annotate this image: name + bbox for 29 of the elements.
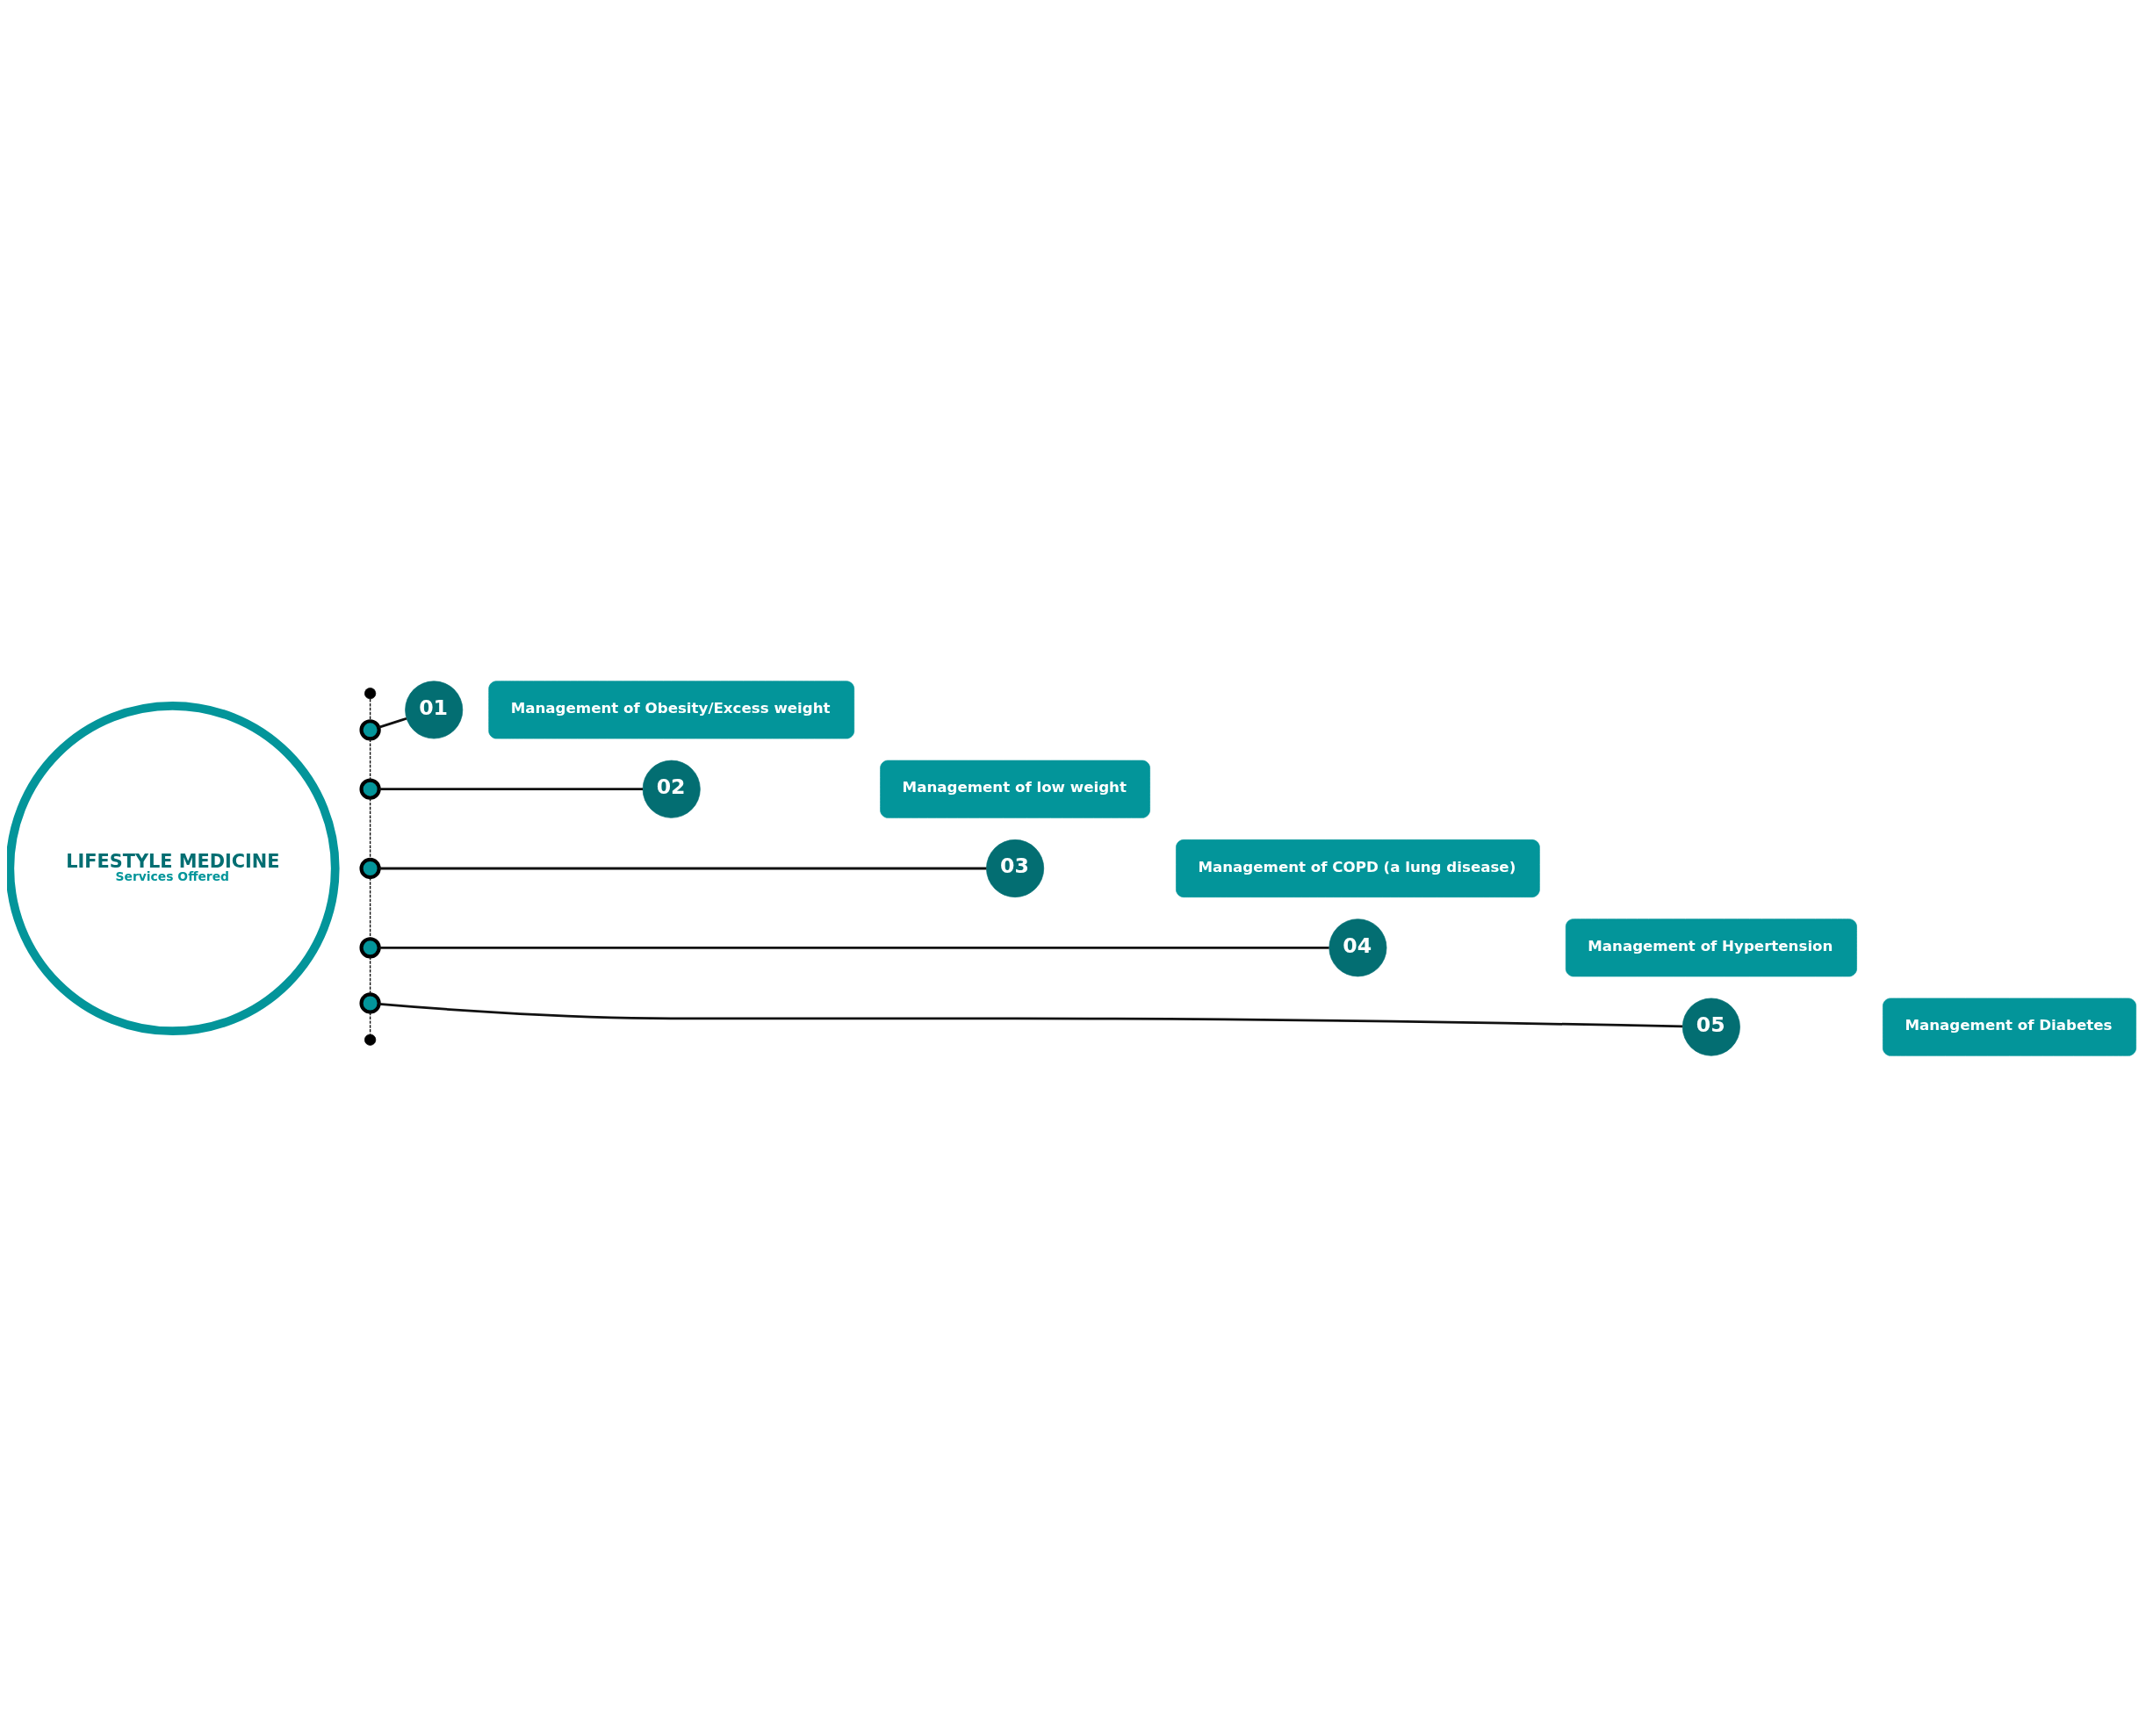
node-box: Management of Obesity/Excess weight <box>488 680 855 738</box>
connector <box>369 796 371 860</box>
node-circle: 03 <box>986 839 1045 897</box>
connector <box>379 946 1329 949</box>
connector <box>378 717 407 729</box>
node-box: Management of Diabetes <box>1883 998 2136 1056</box>
node-circle <box>359 718 381 740</box>
connector <box>378 787 643 790</box>
node-box: Management of COPD (a lung disease) <box>1176 839 1540 897</box>
connector <box>369 955 371 995</box>
node-circle <box>359 857 381 879</box>
connector <box>378 867 987 869</box>
node-circle: 04 <box>1329 918 1387 976</box>
node-circle <box>359 991 381 1014</box>
node-circle: LIFESTYLE MEDICINE Services Offered <box>7 701 340 1035</box>
connector <box>369 876 371 940</box>
node-circle: 02 <box>642 760 701 818</box>
connector <box>369 697 371 722</box>
node-circle: 05 <box>1682 998 1740 1056</box>
node-circle <box>359 936 381 958</box>
connector <box>369 738 371 781</box>
node-circle <box>364 687 377 699</box>
connector <box>378 1002 1683 1027</box>
connector <box>369 1011 371 1034</box>
node-box: Management of low weight <box>880 760 1150 818</box>
node-circle <box>359 778 381 800</box>
node-box: Management of Hypertension <box>1565 918 1857 976</box>
node-circle: 01 <box>405 680 464 738</box>
node-circle <box>364 1034 377 1046</box>
